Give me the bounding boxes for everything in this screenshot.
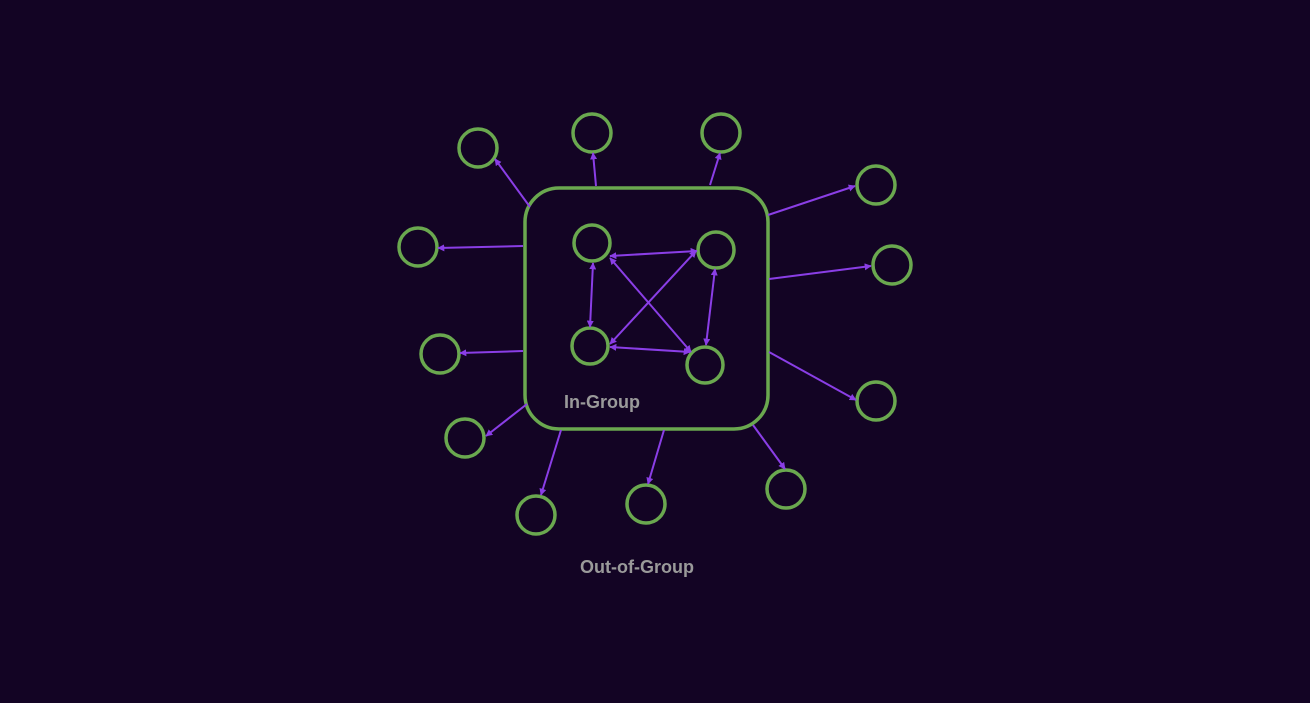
out-group-node [625, 483, 667, 525]
out-group-node [457, 127, 499, 169]
in-group-edge [609, 343, 691, 356]
in-group-node [572, 223, 612, 263]
out-group-edge [768, 263, 872, 280]
in-group-node [685, 345, 725, 385]
out-group-node [419, 333, 461, 375]
out-group-node [444, 417, 486, 459]
out-group-edge [590, 152, 598, 187]
in-group-edge [609, 257, 692, 353]
in-group-label: In-Group [564, 392, 640, 412]
out-group-edge [646, 429, 665, 485]
in-group-edge [609, 250, 697, 345]
out-group-node [571, 112, 613, 154]
in-group-node [570, 326, 610, 366]
out-group-node [397, 226, 439, 268]
out-group-edge [752, 424, 786, 470]
out-group-edge [539, 429, 562, 496]
out-group-node [871, 244, 913, 286]
out-group-edge [494, 158, 531, 208]
in-group-node [696, 230, 736, 270]
out-group-label: Out-of-Group [580, 557, 694, 577]
out-group-node [855, 164, 897, 206]
out-group-edge [768, 351, 857, 401]
out-group-edge [437, 244, 524, 252]
out-group-node [765, 468, 807, 510]
in-group-edge [586, 262, 597, 328]
out-group-edge [767, 184, 856, 216]
out-group-edge [709, 152, 722, 186]
out-group-edge [459, 349, 524, 357]
out-group-node [855, 380, 897, 422]
out-group-node [700, 112, 742, 154]
in-group-box [523, 186, 770, 431]
in-group-edge [609, 247, 698, 260]
out-group-edge [485, 403, 528, 437]
out-group-node [515, 494, 557, 536]
in-group-edge [703, 268, 718, 346]
